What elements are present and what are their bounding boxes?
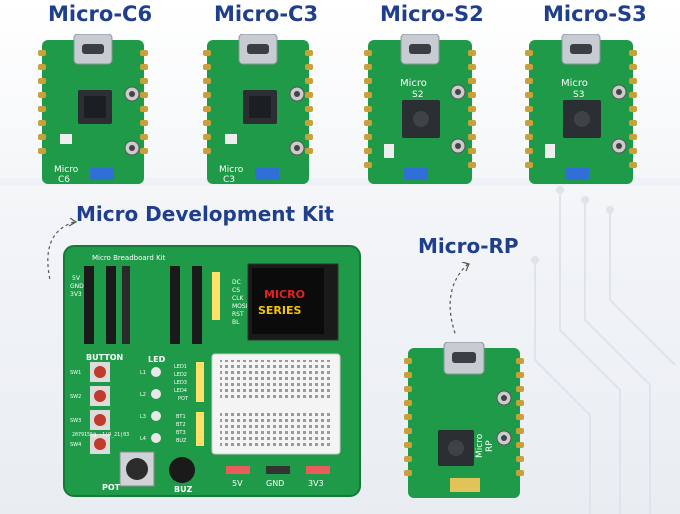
c3-silk-model: C3 bbox=[223, 175, 235, 185]
svg-text:LED1: LED1 bbox=[174, 364, 187, 370]
svg-text:DC: DC bbox=[232, 279, 241, 286]
micro-breadboard-kit: Micro Breadboard Kit 5V GND 3V3 MICRO SE… bbox=[63, 245, 361, 497]
bt-labels: BT1 BT2 BT3 BUZ bbox=[176, 414, 187, 444]
svg-text:L4: L4 bbox=[140, 436, 146, 442]
svg-text:RST: RST bbox=[232, 311, 244, 318]
s2-silk-model: S2 bbox=[412, 90, 423, 100]
svg-text:LED3: LED3 bbox=[174, 380, 187, 386]
c6-silk-model: C6 bbox=[58, 175, 70, 185]
kit-board-title: Micro Breadboard Kit bbox=[92, 254, 166, 262]
svg-text:L2: L2 bbox=[140, 392, 146, 398]
micro-c6-title: Micro-C6 bbox=[48, 2, 153, 26]
pot-label: POT bbox=[102, 483, 121, 492]
buz-label: BUZ bbox=[174, 485, 193, 494]
rail-5v-label: 5V bbox=[232, 479, 243, 488]
rp-silk-model: RP bbox=[485, 440, 495, 452]
svg-text:L1: L1 bbox=[140, 370, 146, 376]
svg-text:SW4: SW4 bbox=[70, 442, 81, 448]
svg-text:POT: POT bbox=[178, 396, 189, 402]
micro-c6-board: Micro C6 bbox=[38, 34, 148, 185]
svg-text:BUZ: BUZ bbox=[176, 438, 187, 444]
svg-text:5V: 5V bbox=[72, 275, 81, 282]
button-section-label: BUTTON bbox=[86, 353, 123, 362]
switch-labels: SW1 SW2 SW3 SW4 bbox=[70, 370, 81, 448]
micro-rp-arrow bbox=[449, 262, 470, 337]
svg-text:CLK: CLK bbox=[232, 295, 245, 302]
svg-text:SW1: SW1 bbox=[70, 370, 81, 376]
c3-silk-micro: Micro bbox=[219, 165, 244, 175]
rp-silk-micro: Micro bbox=[475, 433, 485, 458]
svg-text:SW3: SW3 bbox=[70, 418, 81, 424]
c6-silk-micro: Micro bbox=[54, 165, 79, 175]
lcd-pin-labels: DC CS CLK MOSI RST BL bbox=[232, 279, 248, 326]
svg-text:BT2: BT2 bbox=[176, 422, 186, 428]
micro-s2-board: Micro S2 bbox=[364, 34, 476, 184]
right-header-labels: LED1 LED2 LED3 LED4 POT bbox=[174, 364, 189, 402]
svg-text:GND: GND bbox=[70, 283, 84, 290]
leds bbox=[151, 367, 161, 443]
svg-text:SW2: SW2 bbox=[70, 394, 81, 400]
rail-3v3-label: 3V3 bbox=[308, 479, 324, 488]
micro-s2-title: Micro-S2 bbox=[380, 2, 484, 26]
micro-s3-title: Micro-S3 bbox=[543, 2, 647, 26]
push-buttons bbox=[90, 362, 110, 454]
svg-text:BT3: BT3 bbox=[176, 430, 186, 436]
lcd-text-1: MICRO bbox=[264, 288, 305, 301]
svg-text:LED2: LED2 bbox=[174, 372, 187, 378]
micro-rp-title: Micro-RP bbox=[418, 234, 519, 258]
left-pin-labels: 5V GND 3V3 bbox=[70, 275, 84, 298]
dev-kit-arrow bbox=[47, 218, 78, 281]
lcd-text-2: SERIES bbox=[258, 304, 302, 317]
serial-number: 2079155@_-1|9_21|03 bbox=[72, 432, 129, 438]
svg-text:BT1: BT1 bbox=[176, 414, 186, 420]
micro-c3-title: Micro-C3 bbox=[214, 2, 319, 26]
svg-text:MOSI: MOSI bbox=[232, 303, 248, 310]
rail-gnd-label: GND bbox=[266, 479, 284, 488]
micro-s3-board: Micro S3 bbox=[525, 34, 637, 184]
breadboard-holes bbox=[220, 360, 332, 448]
dev-kit-title: Micro Development Kit bbox=[76, 202, 334, 226]
svg-text:3V3: 3V3 bbox=[70, 291, 82, 298]
micro-rp-board: Micro RP bbox=[404, 342, 524, 498]
led-labels: L1 L2 L3 L4 bbox=[140, 370, 146, 442]
svg-text:LED4: LED4 bbox=[174, 388, 187, 394]
s3-silk-model: S3 bbox=[573, 90, 584, 100]
s2-silk-micro: Micro bbox=[400, 78, 427, 89]
svg-text:CS: CS bbox=[232, 287, 240, 294]
svg-text:L3: L3 bbox=[140, 414, 146, 420]
micro-c3-board: Micro C3 bbox=[203, 34, 313, 185]
svg-text:BL: BL bbox=[232, 319, 240, 326]
s3-silk-micro: Micro bbox=[561, 78, 588, 89]
led-section-label: LED bbox=[148, 355, 166, 364]
